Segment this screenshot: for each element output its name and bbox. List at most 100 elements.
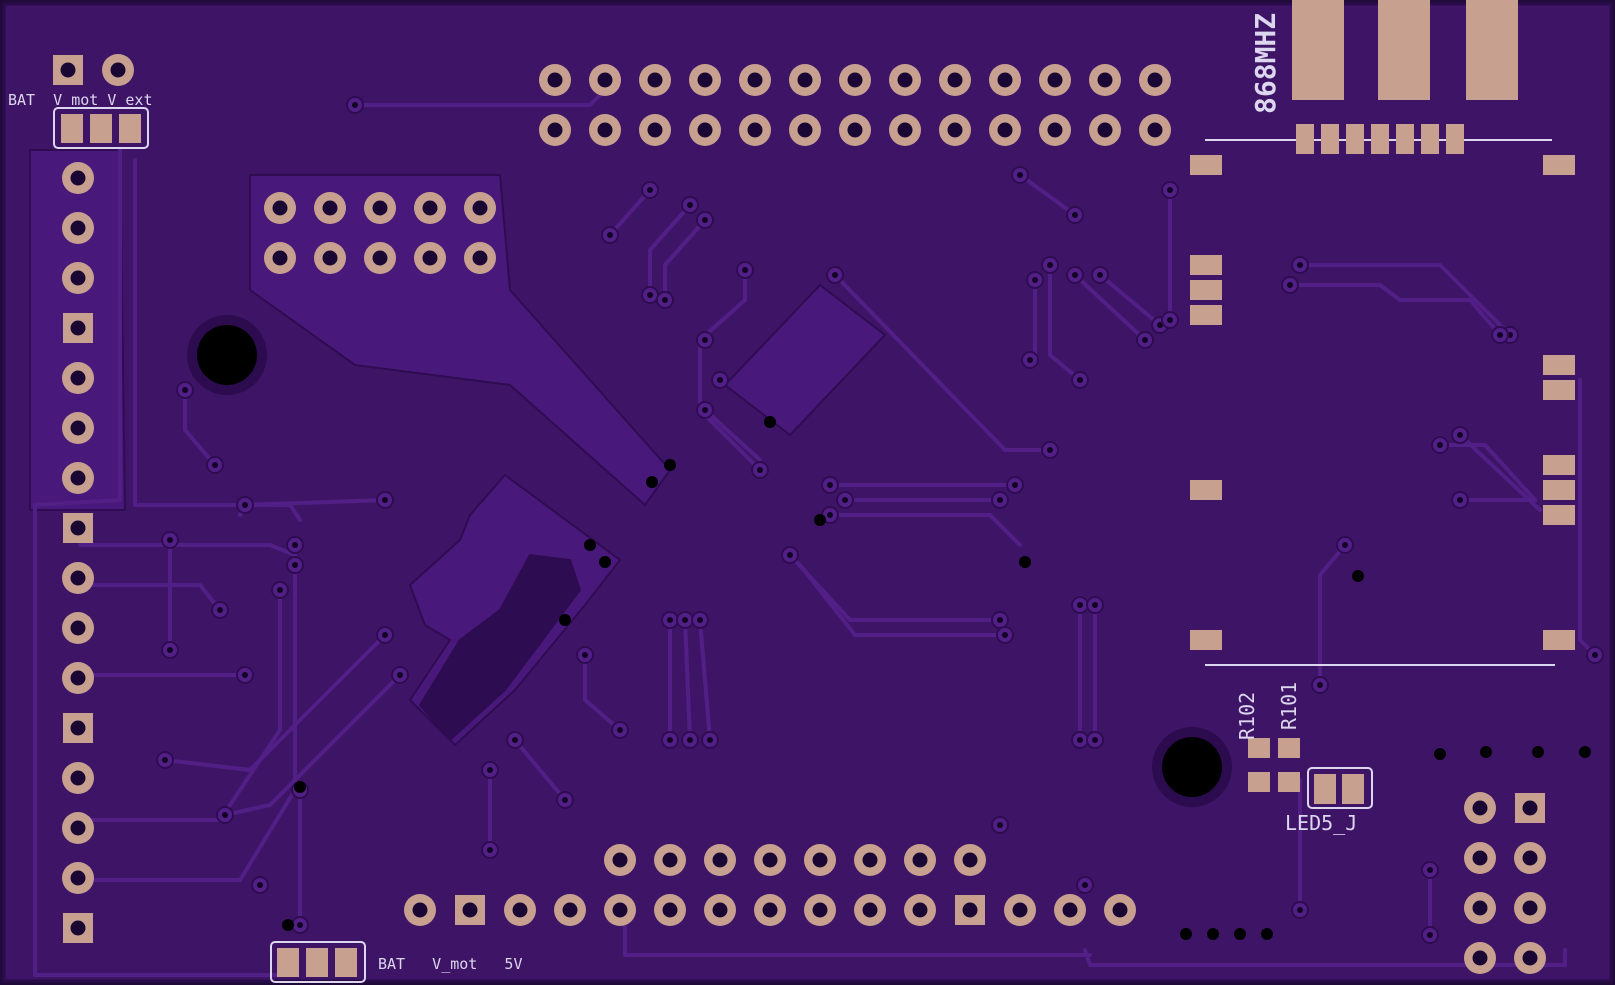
via-filled	[1261, 928, 1273, 940]
smd-pad	[90, 114, 112, 143]
via-drill	[757, 467, 763, 473]
via-drill	[742, 267, 748, 273]
via-drill	[277, 587, 283, 593]
via-drill	[997, 497, 1003, 503]
via-drill	[562, 797, 568, 803]
smd-pad	[1396, 124, 1414, 154]
trace	[1288, 283, 1502, 337]
pad-drill	[110, 62, 126, 78]
pad-drill	[1472, 900, 1488, 916]
smd-pad	[1190, 630, 1222, 650]
pad-drill	[947, 72, 963, 88]
mounting-holes	[187, 315, 1232, 807]
trace	[133, 158, 302, 522]
pad-drill	[70, 270, 86, 286]
smd-pad	[1421, 124, 1439, 154]
pad-drill	[70, 870, 86, 886]
via-drill	[1317, 682, 1323, 688]
trace	[78, 588, 282, 822]
via-filled	[559, 614, 571, 626]
vias	[156, 96, 1604, 974]
via-drill	[1017, 172, 1023, 178]
via-drill	[1047, 262, 1053, 268]
pad-drill	[462, 902, 478, 918]
smd-pad	[1278, 772, 1300, 792]
pad-drill	[70, 720, 86, 736]
pad-drill	[1012, 902, 1028, 918]
pad-drill	[812, 852, 828, 868]
smd-pad	[1190, 255, 1222, 275]
via-drill	[1027, 357, 1033, 363]
mounting-hole	[197, 325, 257, 385]
pad-drill	[1522, 950, 1538, 966]
via-filled	[764, 416, 776, 428]
pad-drill	[70, 420, 86, 436]
pad-drill	[997, 122, 1013, 138]
trace	[1083, 948, 1567, 967]
via-drill	[167, 647, 173, 653]
trace	[608, 188, 652, 237]
pad-drill	[70, 470, 86, 486]
via-drill	[162, 757, 168, 763]
smd-pad	[61, 114, 83, 143]
via-drill	[242, 502, 248, 508]
via-drill	[1047, 447, 1053, 453]
trace	[828, 513, 1022, 547]
pad-drill	[612, 902, 628, 918]
via-filled	[584, 539, 596, 551]
r101-label: R101	[1277, 682, 1301, 730]
pad-drill	[762, 902, 778, 918]
via-drill	[667, 737, 673, 743]
pad-drill	[812, 902, 828, 918]
via-drill	[702, 407, 708, 413]
via-drill	[1167, 317, 1173, 323]
pad-drill	[897, 122, 913, 138]
smd-pad	[1371, 124, 1389, 154]
smd-pad	[1248, 738, 1270, 758]
pad-drill	[962, 852, 978, 868]
smd-pad	[1543, 480, 1575, 500]
pad-drill	[70, 920, 86, 936]
via-drill	[787, 552, 793, 558]
trace	[33, 148, 282, 977]
via-drill	[1077, 602, 1083, 608]
led5-label: LED5_J	[1285, 811, 1357, 835]
trace	[183, 388, 217, 467]
via-drill	[1297, 262, 1303, 268]
via-drill	[617, 727, 623, 733]
smd-pad	[1543, 505, 1575, 525]
via-drill	[1167, 187, 1173, 193]
pad-drill	[912, 902, 928, 918]
via-drill	[667, 617, 673, 623]
via-drill	[997, 617, 1003, 623]
pad-drill	[70, 570, 86, 586]
smd-pads	[61, 0, 1575, 977]
trace	[1438, 443, 1537, 502]
pad-drill	[372, 200, 388, 216]
via-drill	[702, 217, 708, 223]
via-drill	[512, 737, 518, 743]
pad-drill	[1062, 902, 1078, 918]
via-drill	[352, 102, 358, 108]
via-drill	[212, 462, 218, 468]
pad-drill	[412, 902, 428, 918]
smd-pad	[1321, 124, 1339, 154]
via-filled	[1480, 746, 1492, 758]
via-drill	[1032, 277, 1038, 283]
via-drill	[1287, 282, 1293, 288]
pad-drill	[70, 370, 86, 386]
pad-drill	[1472, 950, 1488, 966]
pad-drill	[322, 200, 338, 216]
via-drill	[662, 297, 668, 303]
via-drill	[382, 497, 388, 503]
pad-drill	[1097, 72, 1113, 88]
trace	[663, 218, 707, 302]
r102-label: R102	[1235, 692, 1259, 740]
via-drill	[167, 537, 173, 543]
via-drill	[297, 922, 303, 928]
pad-drill	[70, 170, 86, 186]
via-drill	[487, 847, 493, 853]
via-drill	[1097, 272, 1103, 278]
jumper-bottom-outline	[270, 941, 366, 983]
pour-center-dark	[418, 553, 582, 742]
